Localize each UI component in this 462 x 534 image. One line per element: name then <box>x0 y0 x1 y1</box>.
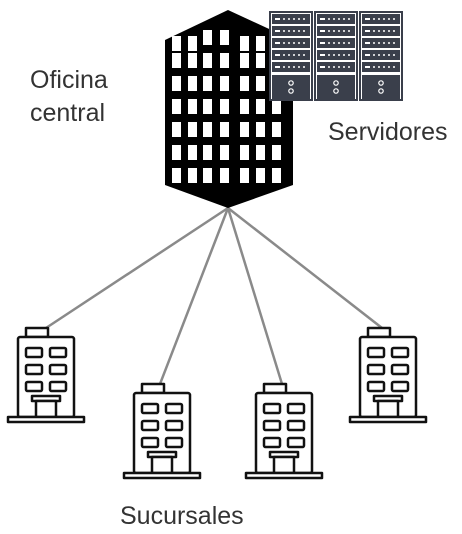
servers-label: Servidores <box>328 118 448 146</box>
branch-building-icon <box>244 382 324 480</box>
office-tower-icon <box>165 10 293 208</box>
branch-building-icon <box>6 326 86 424</box>
headquarters-label-line-2: central <box>30 99 106 127</box>
connector-branch-2 <box>158 206 230 386</box>
headquarters-label-line-1: Oficina <box>30 66 108 94</box>
connector-branch-4 <box>226 206 384 330</box>
connectors <box>44 206 384 386</box>
headquarters-label: Oficina central <box>30 64 108 130</box>
connector-branch-3 <box>226 206 284 386</box>
server-unit <box>359 11 403 101</box>
branches <box>6 326 428 480</box>
branch-building-icon <box>348 326 428 424</box>
server-unit <box>314 11 358 101</box>
server-rack-icon <box>269 11 403 101</box>
branches-label: Sucursales <box>120 502 244 530</box>
branch-building-icon <box>122 382 202 480</box>
server-unit <box>269 11 313 101</box>
connector-branch-1 <box>44 206 230 330</box>
